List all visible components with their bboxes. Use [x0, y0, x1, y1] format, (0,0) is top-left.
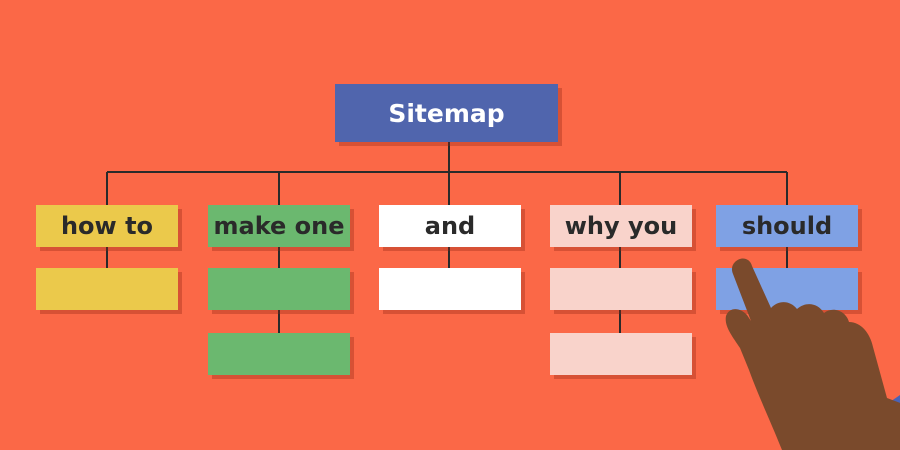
- child-node-make-one-2: [208, 333, 350, 375]
- node-should: should: [716, 205, 858, 247]
- node-why-you: why you: [550, 205, 692, 247]
- node-and: and: [379, 205, 521, 247]
- node-how-to: how to: [36, 205, 178, 247]
- child-node-and-1: [379, 268, 521, 310]
- node-make-one: make one: [208, 205, 350, 247]
- child-node-how-to-1: [36, 268, 178, 310]
- child-node-make-one-1: [208, 268, 350, 310]
- sitemap-root-node: Sitemap: [335, 84, 558, 142]
- child-node-why-you-2: [550, 333, 692, 375]
- child-node-why-you-1: [550, 268, 692, 310]
